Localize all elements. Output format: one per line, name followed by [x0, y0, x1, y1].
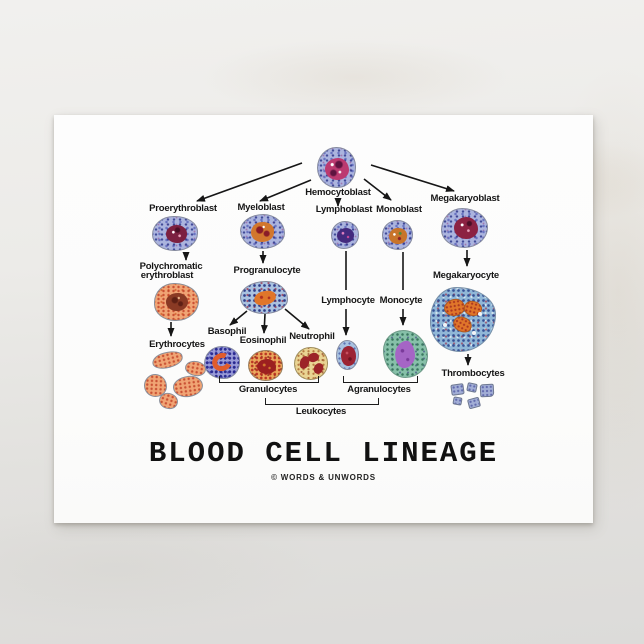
- nucleus-segment: [312, 361, 325, 376]
- nucleus: [341, 346, 356, 366]
- lymphocyte-label: Lymphocyte: [321, 295, 375, 306]
- nucleus-segment: [307, 351, 320, 364]
- lymphoblast-label: Lymphoblast: [315, 204, 373, 215]
- thrombocyte-fragment: [450, 383, 465, 396]
- nucleus: [393, 339, 417, 370]
- myeloblast-label: Myeloblast: [237, 202, 285, 213]
- leukocytes-group-label: Leukocytes: [295, 406, 347, 417]
- basophil-cell: [204, 346, 240, 379]
- agranulocytes-bracket: [343, 376, 418, 383]
- lymphoblast-cell: [331, 221, 359, 249]
- thrombocytes-label: Thrombocytes: [441, 368, 505, 379]
- agranulocytes-group-label: Agranulocytes: [347, 384, 411, 395]
- polychromatic-erythroblast-cell: [154, 283, 199, 321]
- thrombocyte-fragment: [479, 383, 495, 398]
- progranulocyte-cell: [240, 281, 288, 314]
- nucleus-lobe: [450, 313, 475, 336]
- nucleus: [257, 359, 276, 374]
- vacuole: [472, 331, 476, 335]
- megakaryocyte-cell: [430, 287, 496, 352]
- nucleus: [252, 288, 278, 308]
- basophil-label: Basophil: [207, 326, 247, 337]
- neutrophil-cell: [294, 347, 328, 380]
- polychromatic-erythroblast-label-line1: Polychromatic: [139, 261, 203, 272]
- erythrocytes-label: Erythrocytes: [149, 339, 205, 350]
- megakaryocyte-label: Megakaryocyte: [432, 270, 500, 281]
- nucleus: [166, 293, 188, 311]
- vacuole: [478, 312, 482, 316]
- nucleus: [337, 228, 354, 243]
- monoblast-label: Monoblast: [376, 204, 422, 215]
- nucleus: [325, 158, 349, 180]
- nucleus: [166, 225, 187, 243]
- proerythroblast-label: Proerythroblast: [149, 203, 217, 214]
- progranulocyte-label: Progranulocyte: [233, 265, 301, 276]
- nucleus: [209, 350, 235, 374]
- granulocytes-bracket: [219, 376, 319, 383]
- eosinophil-label: Eosinophil: [239, 335, 287, 346]
- megakaryoblast-label: Megakaryoblast: [430, 193, 500, 204]
- thrombocyte-fragment: [466, 382, 478, 393]
- granulocytes-group-label: Granulocytes: [238, 384, 298, 395]
- myeloblast-cell: [240, 214, 285, 249]
- monocyte-label: Monocyte: [379, 295, 423, 306]
- nucleus: [251, 222, 274, 242]
- hemocytoblast-cell: [317, 147, 356, 188]
- hemocytoblast-label: Hemocytoblast: [305, 187, 371, 198]
- lymphocyte-cell: [336, 340, 359, 370]
- monocyte-cell: [383, 330, 428, 378]
- postcard-title: BLOOD CELL LINEAGE: [148, 437, 499, 470]
- nucleus: [454, 217, 478, 239]
- leukocytes-bracket: [265, 398, 379, 405]
- monoblast-cell: [382, 220, 413, 250]
- vacuole: [443, 323, 447, 327]
- thrombocyte-fragment: [452, 396, 463, 406]
- nucleus: [389, 228, 407, 244]
- proerythroblast-cell: [152, 216, 198, 251]
- eosinophil-cell: [248, 350, 283, 381]
- megakaryoblast-cell: [441, 208, 488, 248]
- polychromatic-erythroblast-label-line2: erythroblast: [140, 270, 194, 281]
- neutrophil-label: Neutrophil: [289, 331, 335, 342]
- copyright-credit: © WORDS & UNWORDS: [271, 473, 376, 482]
